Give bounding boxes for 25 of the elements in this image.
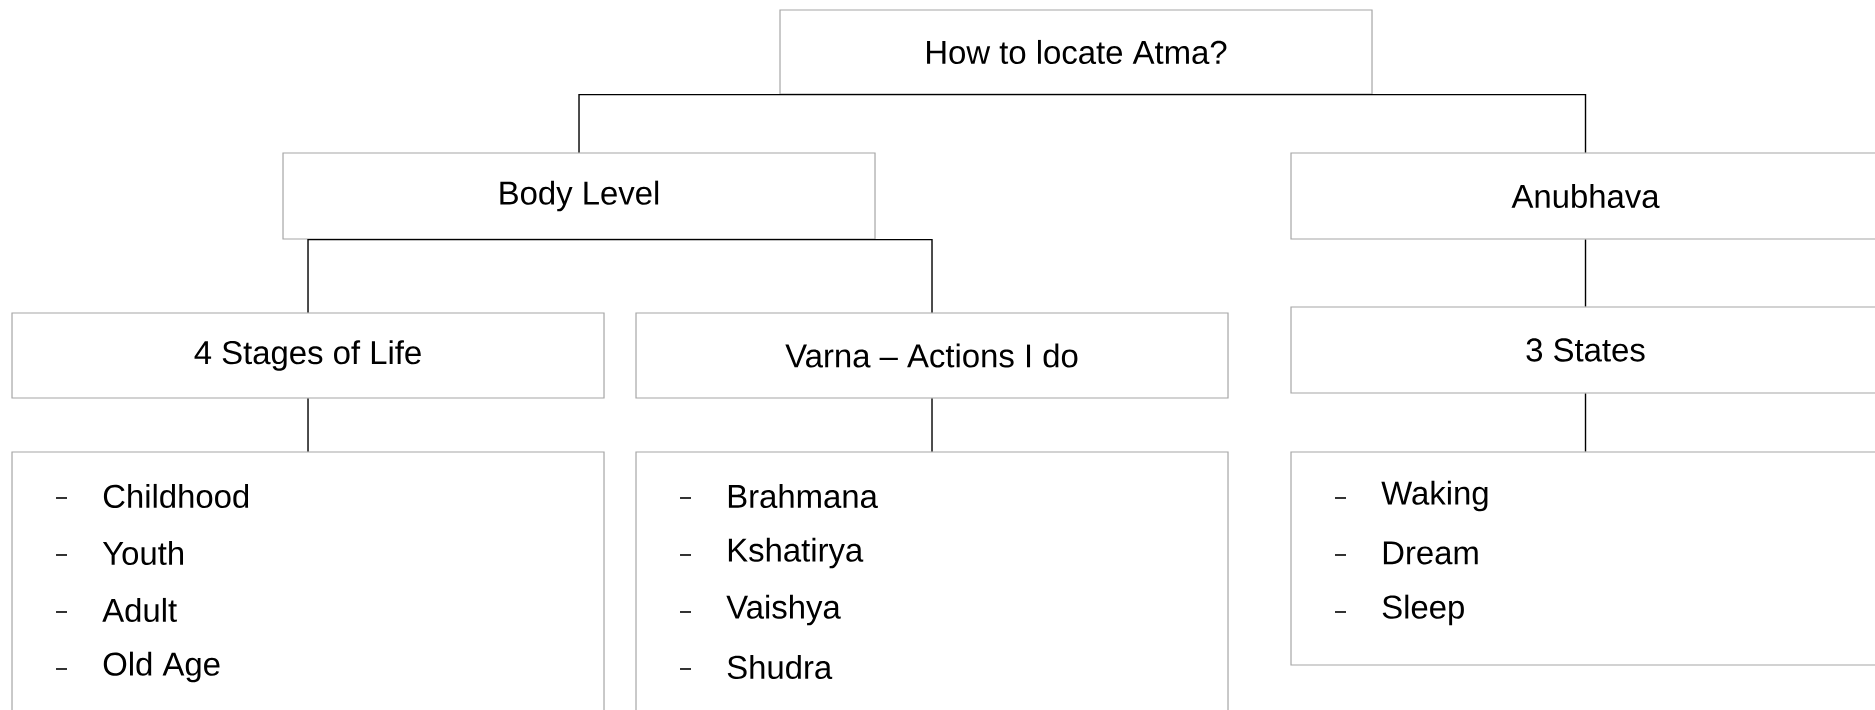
category-box: Body Level bbox=[282, 152, 876, 240]
connector-line bbox=[1075, 93, 1587, 154]
list-item: Childhood bbox=[55, 483, 249, 509]
list-item: Sleep bbox=[1334, 594, 1464, 626]
category-box: How to locate Atma? bbox=[779, 9, 1373, 95]
list-item: Adult bbox=[55, 597, 177, 623]
list-item: Brahmana bbox=[679, 483, 878, 509]
connector-line bbox=[1584, 238, 1587, 308]
list-item: Youth bbox=[55, 540, 183, 566]
connector-line bbox=[307, 238, 580, 314]
category-box: Varna – Actions I do bbox=[635, 312, 1229, 399]
list-item: Old Age bbox=[55, 651, 220, 683]
connector-line bbox=[931, 397, 933, 453]
list-item: Waking bbox=[1334, 480, 1488, 512]
category-box: 4 Stages of Life bbox=[11, 312, 605, 399]
category-box: Anubhava bbox=[1290, 152, 1875, 240]
connector-line bbox=[578, 238, 933, 314]
connector-line bbox=[307, 397, 309, 453]
connector-line bbox=[578, 93, 1077, 154]
list-item: Vaishya bbox=[679, 594, 841, 626]
connector-line bbox=[1584, 392, 1587, 453]
list-item: Dream bbox=[1334, 541, 1478, 565]
list-item: Kshatirya bbox=[679, 537, 864, 569]
list-item: Shudra bbox=[679, 654, 833, 680]
category-box: 3 States bbox=[1290, 306, 1875, 394]
